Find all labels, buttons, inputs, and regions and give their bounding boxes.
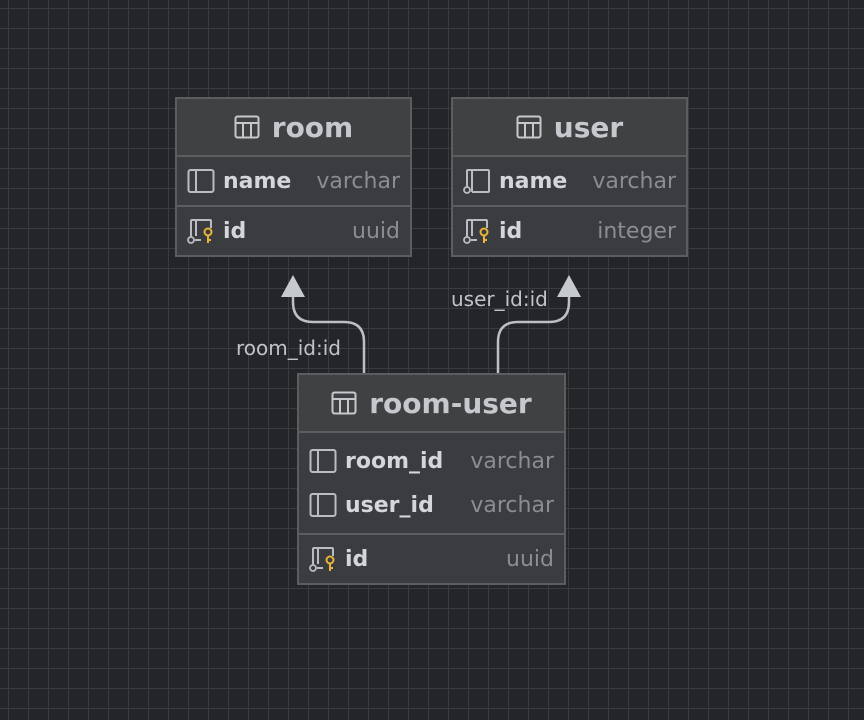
- table-header: user: [453, 99, 686, 157]
- table-header: room: [177, 99, 410, 157]
- field-type: uuid: [352, 218, 400, 244]
- field-type: uuid: [506, 546, 554, 572]
- field-name: name: [223, 168, 292, 194]
- primary-key-icon: [463, 219, 489, 244]
- field-row[interactable]: id integer: [453, 213, 686, 249]
- field-type: varchar: [592, 168, 676, 194]
- arrow-head-room: [281, 275, 305, 297]
- field-row[interactable]: id uuid: [299, 541, 564, 577]
- field-row[interactable]: user_id varchar: [299, 483, 564, 527]
- relation-line-user[interactable]: [496, 294, 571, 374]
- column-icon: [309, 449, 337, 473]
- field-row[interactable]: room_id varchar: [299, 439, 564, 483]
- indexed-column-icon: [463, 169, 490, 194]
- field-name: id: [345, 546, 369, 572]
- table-title: user: [553, 110, 624, 144]
- table-user[interactable]: user name varchar id integer: [451, 97, 688, 257]
- field-name: room_id: [345, 448, 444, 474]
- primary-key-icon: [187, 219, 213, 244]
- field-name: id: [499, 218, 523, 244]
- table-room[interactable]: room name varchar id uuid: [175, 97, 412, 257]
- field-type: varchar: [316, 168, 400, 194]
- field-type: integer: [597, 218, 676, 244]
- relation-label-room: room_id:id: [236, 336, 341, 360]
- column-icon: [187, 169, 215, 193]
- table-icon: [234, 115, 260, 139]
- field-type: varchar: [470, 448, 554, 474]
- table-header: room-user: [299, 375, 564, 433]
- field-row[interactable]: name varchar: [453, 163, 686, 199]
- table-icon: [516, 115, 542, 139]
- field-row[interactable]: id uuid: [177, 213, 410, 249]
- field-type: varchar: [470, 492, 554, 518]
- table-title: room: [271, 110, 354, 144]
- column-icon: [309, 493, 337, 517]
- field-name: user_id: [345, 492, 434, 518]
- field-name: id: [223, 218, 247, 244]
- field-name: name: [499, 168, 568, 194]
- table-room-user[interactable]: room-user room_id varchar user_id varcha…: [297, 373, 566, 585]
- field-row[interactable]: name varchar: [177, 163, 410, 199]
- table-title: room-user: [369, 386, 532, 420]
- arrow-head-user: [557, 275, 581, 297]
- primary-key-icon: [309, 547, 335, 572]
- relation-line-room[interactable]: [291, 294, 366, 374]
- table-icon: [331, 391, 357, 415]
- relation-label-user: user_id:id: [451, 287, 548, 311]
